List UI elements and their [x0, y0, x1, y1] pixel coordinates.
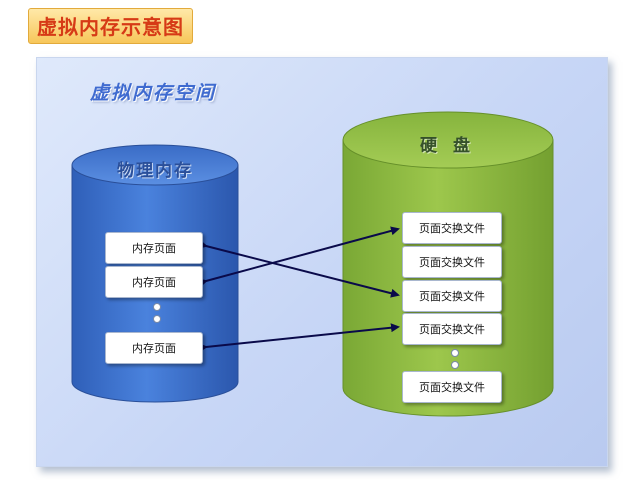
mapping-arrow: [198, 323, 400, 353]
memory-page: 内存页面: [105, 266, 203, 298]
panel-title: 虚拟内存空间: [90, 82, 217, 104]
disk-label: 硬盘: [420, 136, 486, 156]
ellipsis-dot: [153, 303, 161, 311]
memory-label: 物理内存: [117, 161, 193, 181]
swap-file: 页面交换文件: [402, 212, 502, 244]
mapping-arrow: [198, 226, 400, 288]
page-title: 虚拟内存示意图: [28, 8, 193, 44]
ellipsis-dot: [153, 315, 161, 323]
ellipsis-dot: [451, 361, 459, 369]
swap-file: 页面交换文件: [402, 280, 502, 312]
memory-page: 内存页面: [105, 332, 203, 364]
ellipsis-dot: [451, 349, 459, 357]
swap-file: 页面交换文件: [402, 246, 502, 278]
memory-page: 内存页面: [105, 232, 203, 264]
swap-file: 页面交换文件: [402, 313, 502, 345]
swap-file: 页面交换文件: [402, 371, 502, 403]
